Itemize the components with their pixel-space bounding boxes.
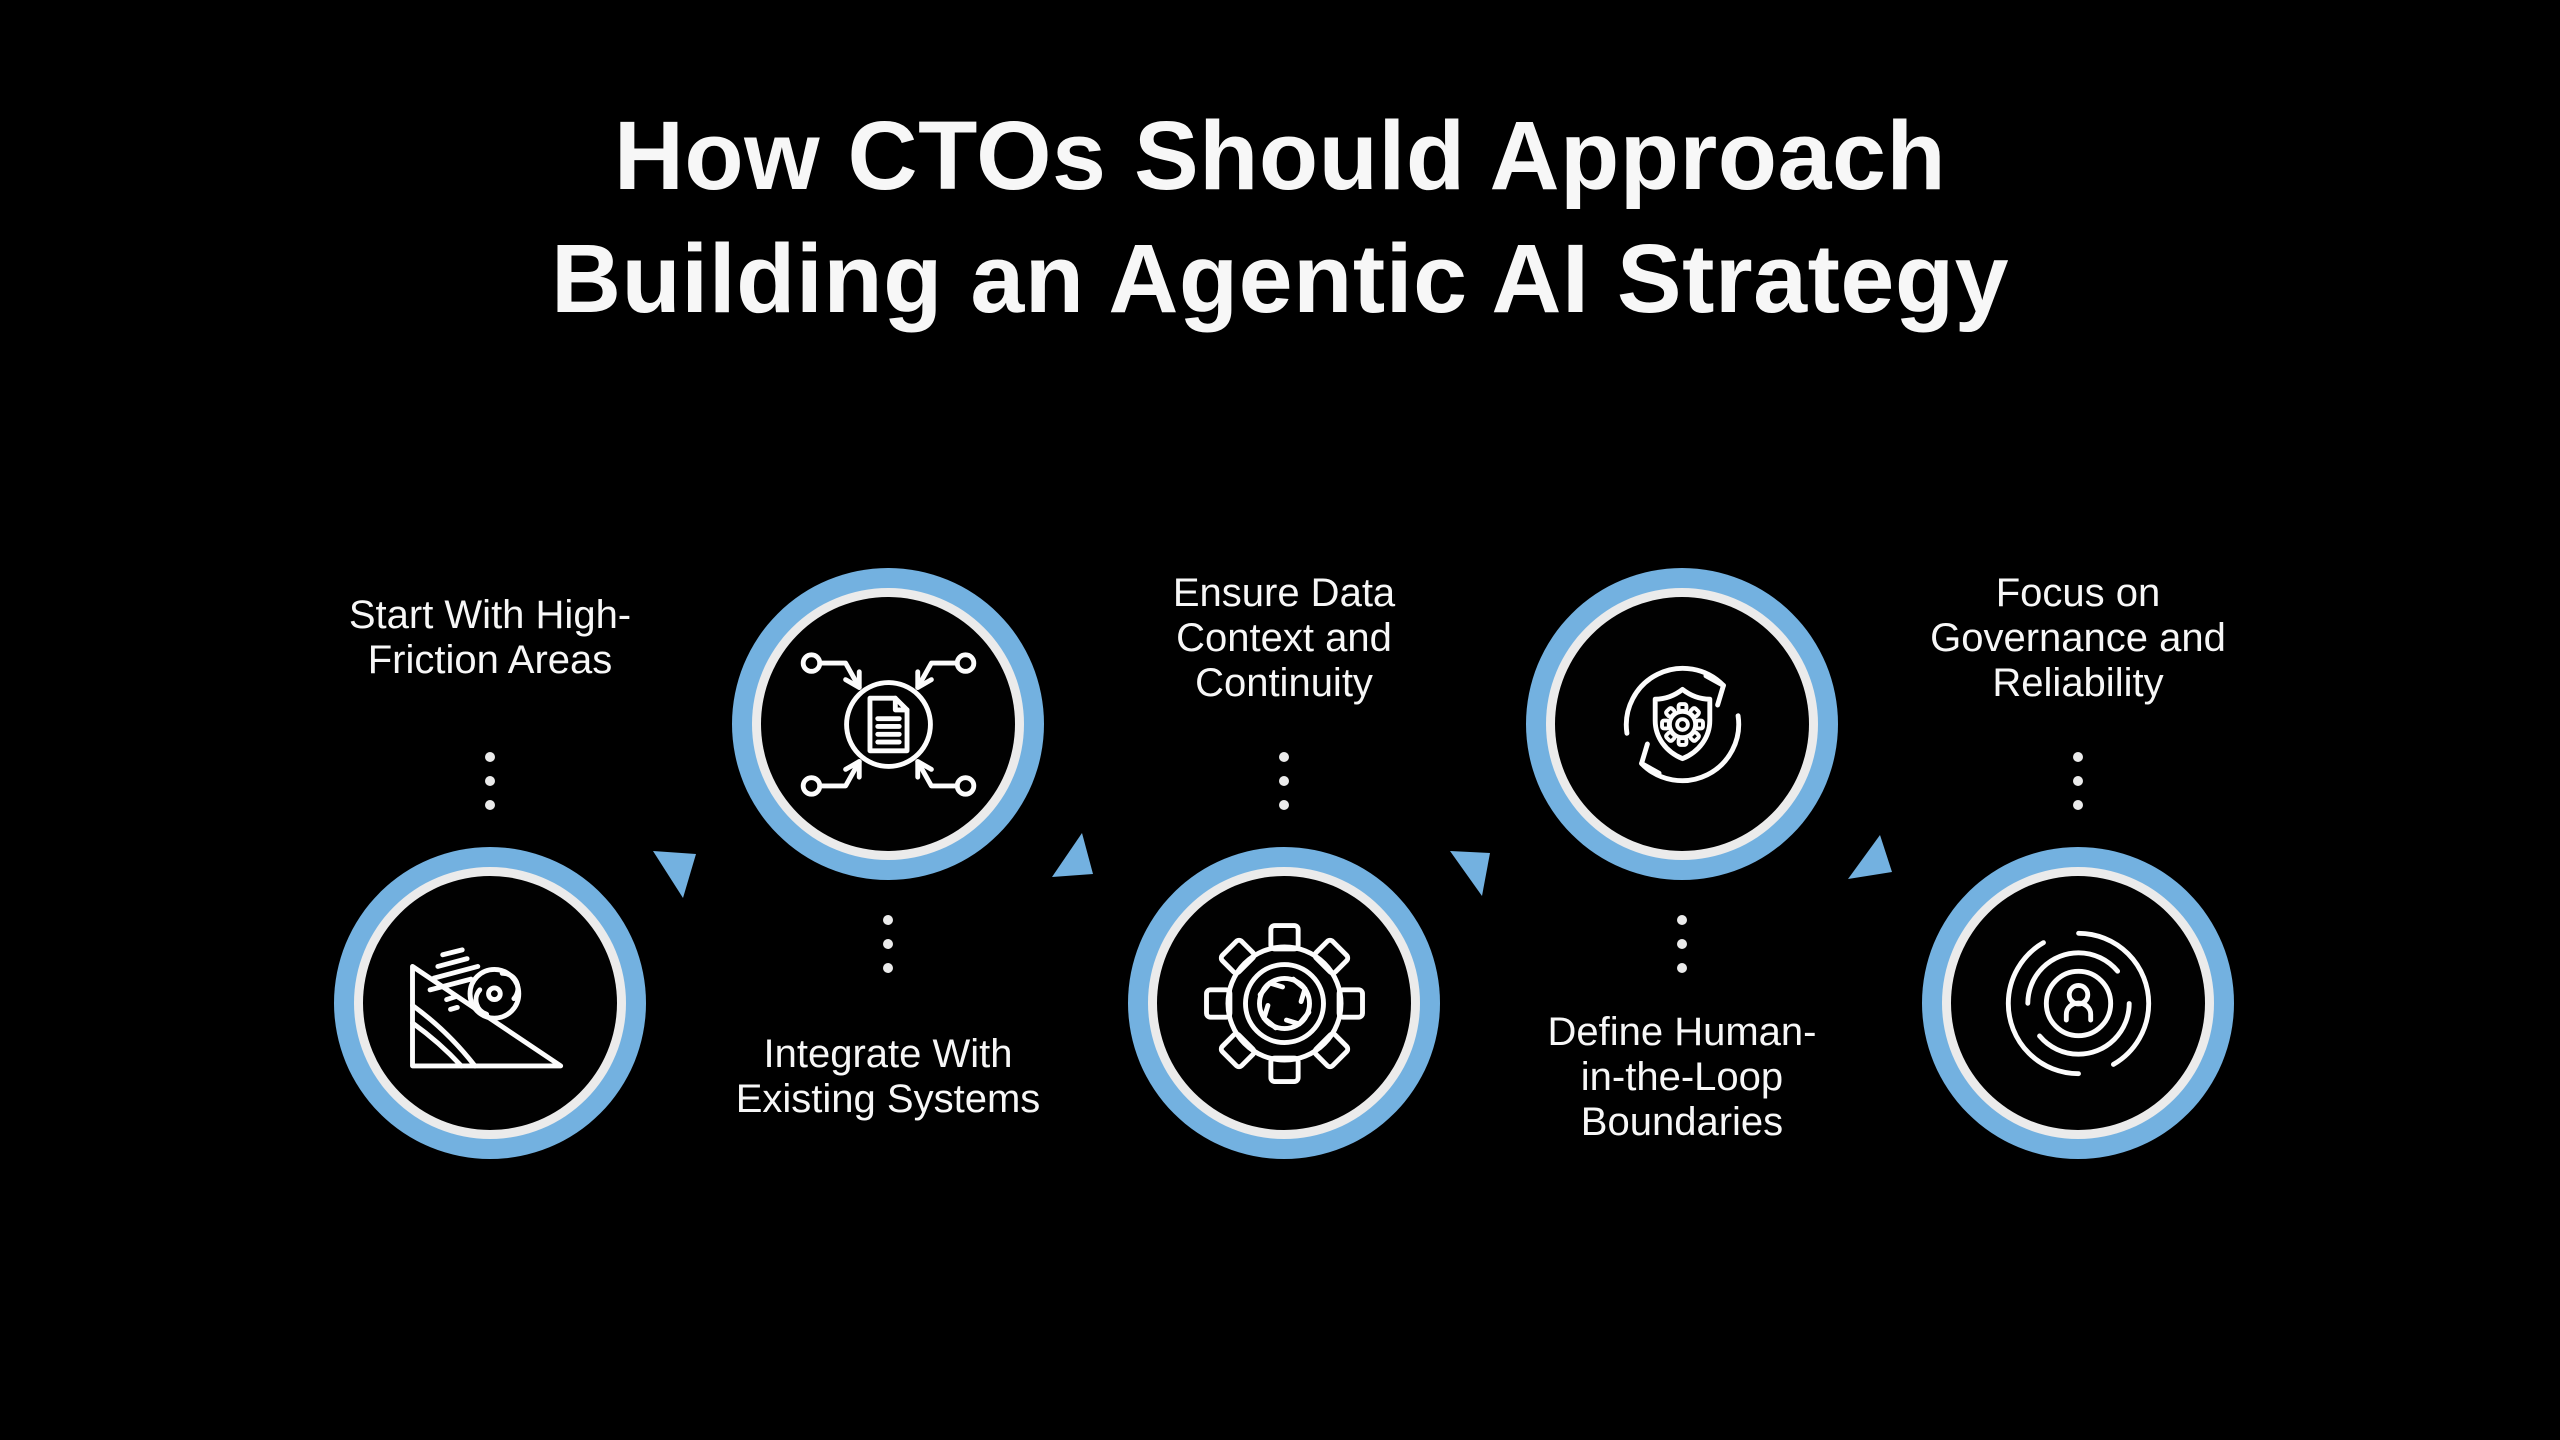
- step-circle: [1922, 847, 2234, 1159]
- flow-arrow-2-up-icon: [1052, 833, 1093, 877]
- dots-connector: [2073, 752, 2083, 810]
- friction-ramp-icon: [409, 946, 563, 1068]
- step-label: Ensure Data Context and Continuity: [1172, 570, 1396, 705]
- shield-gear-cycle-icon: [1623, 665, 1741, 783]
- document-integration-icon: [800, 651, 976, 797]
- dots-connector: [883, 915, 893, 973]
- step-circle: [1526, 568, 1838, 880]
- dots-connector: [485, 752, 495, 810]
- flow-arrow-3-down-icon: [1450, 851, 1490, 896]
- connector-top-right: [914, 651, 976, 690]
- connector-top-left: [800, 651, 862, 690]
- step-label: Integrate With Existing Systems: [735, 1032, 1041, 1121]
- step-label: Define Human- in-the-Loop Boundaries: [1547, 1009, 1817, 1144]
- dots-connector: [1279, 752, 1289, 810]
- connector-bottom-left: [800, 758, 862, 797]
- connector-bottom-right: [914, 758, 976, 797]
- flow-arrow-4-up-icon: [1848, 835, 1892, 879]
- step-label: Start With High- Friction Areas: [348, 593, 632, 682]
- step-circle: [732, 568, 1044, 880]
- person-radar-icon: [2005, 930, 2151, 1076]
- gear-refresh-icon: [1203, 922, 1365, 1084]
- page-title: How CTOs Should Approach Building an Age…: [550, 101, 2010, 333]
- dots-connector: [1677, 915, 1687, 973]
- step-circle: [334, 847, 646, 1159]
- flow-arrow-1-down-icon: [653, 851, 696, 898]
- step-label: Focus on Governance and Reliability: [1930, 570, 2226, 705]
- step-circle: [1128, 847, 1440, 1159]
